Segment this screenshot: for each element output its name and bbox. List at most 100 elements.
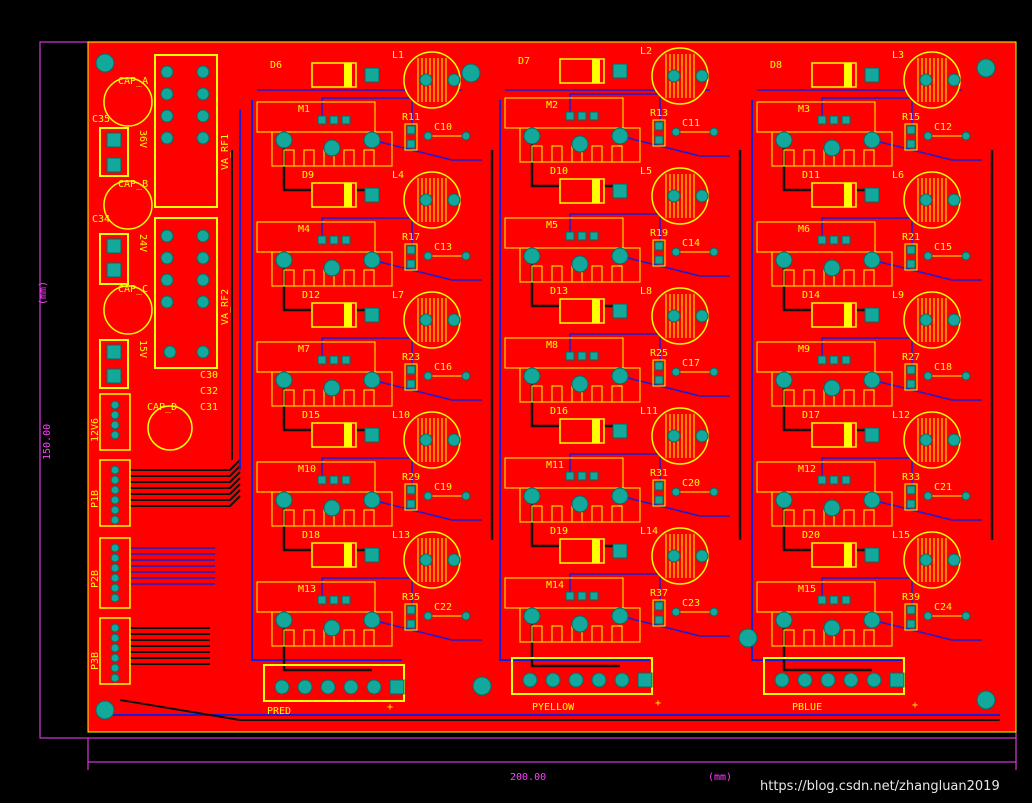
resistor-pad [906, 379, 916, 389]
mosfet-pad [571, 495, 589, 513]
mosfet-pad [523, 367, 541, 385]
connector-pad [614, 672, 630, 688]
diode-pad [364, 427, 380, 443]
resistor-label: R19 [650, 228, 668, 239]
mosfet-pad [611, 367, 629, 385]
connector-pad [274, 679, 290, 695]
diode-band [844, 63, 852, 87]
resistor-outline [652, 479, 666, 507]
trace [371, 139, 482, 161]
capacitor-pad [923, 611, 933, 621]
diode-label: D8 [770, 60, 782, 71]
header-pad [163, 345, 177, 359]
inductor-pad [919, 313, 933, 327]
mosfet-pad [571, 135, 589, 153]
terminal-pad [106, 368, 122, 384]
resistor-outline [904, 603, 918, 631]
inductor-pad [447, 433, 461, 447]
capacitor-pad [423, 371, 433, 381]
trace [130, 483, 241, 495]
header-pad [160, 109, 174, 123]
capacitor-label: C24 [934, 602, 952, 613]
capacitor-pad [461, 491, 471, 501]
resistor-pad [654, 241, 664, 251]
resistor-pad [906, 365, 916, 375]
heatsink-fin [783, 389, 795, 407]
capacitor-pad [923, 491, 933, 501]
resistor-label: R31 [650, 468, 668, 479]
resistor-outline [404, 603, 418, 631]
resistor-pad [906, 125, 916, 135]
capacitor-label: C16 [434, 362, 452, 373]
mosfet-pad [275, 131, 293, 149]
resistor-outline [904, 243, 918, 271]
mosfet-pad [317, 235, 327, 245]
header-pad [160, 273, 174, 287]
trace [569, 573, 661, 604]
trace [569, 93, 661, 124]
heatsink-fin [803, 629, 815, 647]
trace [821, 217, 913, 248]
connector-pad [110, 485, 120, 495]
capacitor-label: C18 [934, 362, 952, 373]
inductor-pad [695, 429, 709, 443]
mosfet-pad [841, 235, 851, 245]
resistor-pad [654, 375, 664, 385]
header-pad [160, 87, 174, 101]
cap-label-c: CAP_C [118, 284, 148, 295]
trace [499, 100, 650, 661]
mosfet-pad [571, 375, 589, 393]
connector-pad [866, 672, 882, 688]
mosfet-pad [829, 475, 839, 485]
mosfet-pad [817, 355, 827, 365]
resistor-pad [906, 605, 916, 615]
trace [321, 217, 413, 248]
mosfet-pad [817, 475, 827, 485]
connector-pad [110, 673, 120, 683]
mosfet-pad [565, 591, 575, 601]
header-pad [196, 229, 210, 243]
mosfet-pad [363, 611, 381, 629]
mounting-hole [95, 700, 115, 720]
diode-label: D15 [302, 410, 320, 421]
inductor-label: L14 [640, 526, 658, 537]
terminal-pad [106, 344, 122, 360]
header-pad [196, 295, 210, 309]
heatsink-fin [531, 625, 543, 643]
diode-band [844, 423, 852, 447]
connector-pad [110, 505, 120, 515]
header-pad [160, 65, 174, 79]
capacitor-label: C12 [934, 122, 952, 133]
left-supply-area [99, 54, 218, 685]
diode-label: D10 [550, 166, 568, 177]
inductor-pad [667, 549, 681, 563]
trace [751, 100, 902, 661]
connector-pad [110, 515, 120, 525]
mosfet-pad [775, 611, 793, 629]
heatsink-fin [803, 509, 815, 527]
trace [821, 457, 913, 488]
trace [871, 499, 982, 521]
inductor-pad [947, 313, 961, 327]
heatsink-fin [363, 269, 375, 287]
connector-pad [568, 672, 584, 688]
voltage-36v: 36V [137, 130, 148, 148]
heatsink-fin [343, 389, 355, 407]
mosfet-pad [863, 371, 881, 389]
header-pad [196, 87, 210, 101]
resistor-pad [654, 615, 664, 625]
mosfet-pad [565, 471, 575, 481]
trace [130, 495, 241, 507]
connector-pad [110, 653, 120, 663]
resistor-pad [906, 619, 916, 629]
mosfet-label: M11 [546, 460, 564, 471]
resistor-pad [906, 245, 916, 255]
dimension-unit-horizontal: (mm) [708, 772, 732, 783]
dimension-height: 150.00 [42, 424, 53, 460]
header-pad [196, 251, 210, 265]
trace [321, 457, 413, 488]
header-pad [196, 273, 210, 287]
capacitor-pad [671, 247, 681, 257]
capacitor-label: C11 [682, 118, 700, 129]
components: D6M1L1R11C10D9M4L4R17C13D12M7L7R23C16D15… [95, 46, 996, 720]
